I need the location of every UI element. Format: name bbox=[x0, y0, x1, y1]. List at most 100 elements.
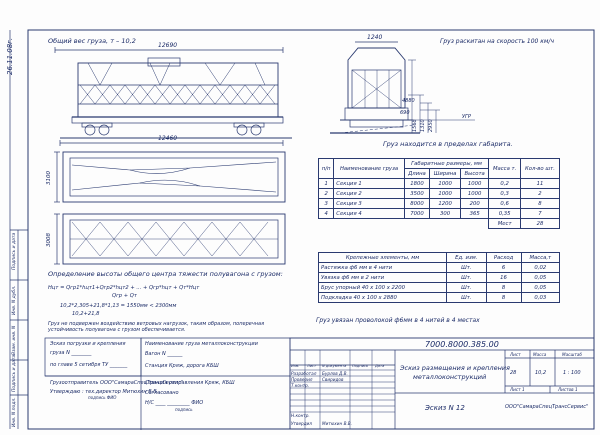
stamp-lit-value: 28 bbox=[510, 370, 517, 376]
mid-box-line-3: Станция Кряж, дорога КБШ bbox=[145, 363, 219, 369]
total-label: Мест bbox=[488, 218, 521, 229]
wind-note: Груз не подвержен воздействию ветровых н… bbox=[48, 321, 265, 333]
left-box-line-1: Эскиз погрузки и крепления bbox=[50, 341, 126, 347]
stamp-mass-value: 10,2 bbox=[535, 370, 547, 376]
stamp-code: 7000.8000.385.00 bbox=[425, 340, 499, 349]
cell: 8000 bbox=[403, 198, 431, 209]
stamp-title-2: металлоконструкций bbox=[413, 373, 487, 381]
cell: 8 bbox=[485, 292, 522, 303]
stamp-head-date: Дата bbox=[375, 364, 385, 368]
dim-top-length: 12690 bbox=[158, 42, 178, 49]
cell: 1800 bbox=[403, 178, 431, 189]
left-box-line-3: по главе 5 сетибря ТУ _______ bbox=[50, 362, 128, 368]
cell: Секция 2 bbox=[333, 188, 405, 199]
cell: 0,35 bbox=[488, 208, 521, 219]
cell: 0,6 bbox=[488, 198, 521, 209]
gabarit-note: Груз находится в пределах габарита. bbox=[383, 140, 513, 148]
side-label-2: Инв. N дубл. bbox=[12, 285, 17, 315]
cell: 3500 bbox=[403, 188, 431, 199]
fix-col-name: Крепежные элементы, мм bbox=[317, 252, 448, 263]
cell: 8 bbox=[485, 282, 522, 293]
cell: 1 bbox=[317, 178, 335, 189]
dim-1310: 1310 bbox=[420, 119, 426, 132]
cell: 0,02 bbox=[520, 262, 561, 273]
stamp-sheet: Лист 1 bbox=[510, 387, 525, 392]
stamp-col-lit: Лист bbox=[510, 352, 521, 357]
cell: Растяжка ф6 мм в 4 нити bbox=[317, 262, 448, 273]
cell: Увязка ф6 мм в 2 нити bbox=[317, 272, 448, 283]
cell: 8 bbox=[519, 198, 561, 209]
speed-note: Груз раскитан на скорость 100 км/ч bbox=[440, 38, 555, 45]
cell: 0,2 bbox=[488, 178, 521, 189]
stamp-sheets: Листов 1 bbox=[558, 387, 578, 392]
cell: Шт. bbox=[446, 282, 487, 293]
dim-1568: 1568 bbox=[412, 119, 418, 132]
cell: 2 bbox=[317, 188, 335, 199]
stamp-title-1: Эскиз размещения и крепления bbox=[400, 364, 510, 372]
mid-box-line-2: Вагон N ______ bbox=[145, 351, 183, 357]
mid-box-line-6: Н/С ____ _________ ФИО bbox=[145, 400, 204, 406]
cell: Шт. bbox=[446, 292, 487, 303]
wire-note: Груз увязан проволокой ф6мм в 4 нитей в … bbox=[316, 317, 480, 324]
stamp-org: ООО"СамараСпецТрансСервис" bbox=[505, 404, 589, 410]
cell: 1200 bbox=[429, 198, 462, 209]
dim-3100: 3100 bbox=[46, 171, 52, 185]
stamp-name-6: Митюхин В.В. bbox=[322, 421, 352, 426]
cell: 1000 bbox=[460, 188, 490, 199]
side-label-3: Взам. инв. N bbox=[12, 325, 17, 355]
total-value: 28 bbox=[519, 218, 561, 229]
cargo-col-qty: Кол-во шт. bbox=[519, 158, 561, 179]
cell: 1000 bbox=[429, 178, 462, 189]
cell: Подкладка 40 х 100 х 2880 bbox=[317, 292, 448, 303]
stamp-col-scale: Масштаб bbox=[562, 352, 582, 357]
cargo-col-dims: Габаритные размеры, мм bbox=[403, 158, 490, 169]
fix-col-unit: Ед. изм. bbox=[446, 252, 487, 263]
cell: 1000 bbox=[429, 188, 462, 199]
formula-2: 10,2*2,305+21,8*1,13 = 1550мм < 2300мм bbox=[60, 303, 177, 309]
formula-1-denominator: Qгр + Qт bbox=[112, 293, 137, 299]
side-label-1: Подпись и дата bbox=[12, 232, 17, 270]
cell: 2 bbox=[519, 188, 561, 199]
mid-box-line-1: Наименование груза металлоконструкции bbox=[145, 341, 258, 347]
cell: 7 bbox=[519, 208, 561, 219]
ugr-label: УГР bbox=[462, 114, 471, 120]
stamp-head-izm: Изм. bbox=[291, 364, 300, 368]
cell: 16 bbox=[485, 272, 522, 283]
fixing-table: Крепежные элементы, мм Ед. изм. Расход М… bbox=[317, 252, 561, 303]
stamp-role-1: Разработал bbox=[291, 371, 317, 376]
stamp-role-6: Утвердил bbox=[291, 421, 312, 426]
left-box-line-4: Грузоотправитель ООО"СамараСпецТрансСерв… bbox=[50, 380, 184, 386]
cell: 0,3 bbox=[488, 188, 521, 199]
formula-1: Hцт = Qгр1*hцт1+Qгр2*hцт2 + ... + Qгр*hц… bbox=[48, 285, 200, 291]
side-label-5: Инв. N подл. bbox=[12, 397, 17, 427]
cell: 0,03 bbox=[520, 292, 561, 303]
cargo-sub-length: Длина bbox=[403, 168, 431, 179]
stamp-role-5: Н.контр. bbox=[291, 413, 310, 418]
table-total-row: Мест 28 bbox=[318, 218, 561, 229]
dim-bottom-length: 12460 bbox=[158, 135, 178, 142]
dim-3008: 3008 bbox=[46, 233, 52, 247]
dim-2950: 2950 bbox=[428, 119, 434, 132]
cargo-sub-height: Высота bbox=[460, 168, 490, 179]
mid-box-line-4: Станция отправления Кряж, КБШ bbox=[145, 380, 235, 386]
side-label-4: Подпись и дата bbox=[12, 354, 17, 392]
stamp-head-sign: Подпись bbox=[352, 364, 369, 368]
cell: 6 bbox=[485, 262, 522, 273]
stamp-sketch-no: Эскиз N 12 bbox=[425, 404, 465, 412]
cargo-table: п/п Наименование груза Габаритные размер… bbox=[317, 158, 561, 229]
cell: Секция 3 bbox=[333, 198, 405, 209]
cell: 3 bbox=[317, 198, 335, 209]
cell: Секция 4 bbox=[333, 208, 405, 219]
dim-4880: 4880 bbox=[402, 98, 415, 104]
fix-col-mass: Масса,т bbox=[520, 252, 561, 263]
dim-end-width: 1240 bbox=[367, 34, 383, 41]
cell: 11 bbox=[519, 178, 561, 189]
